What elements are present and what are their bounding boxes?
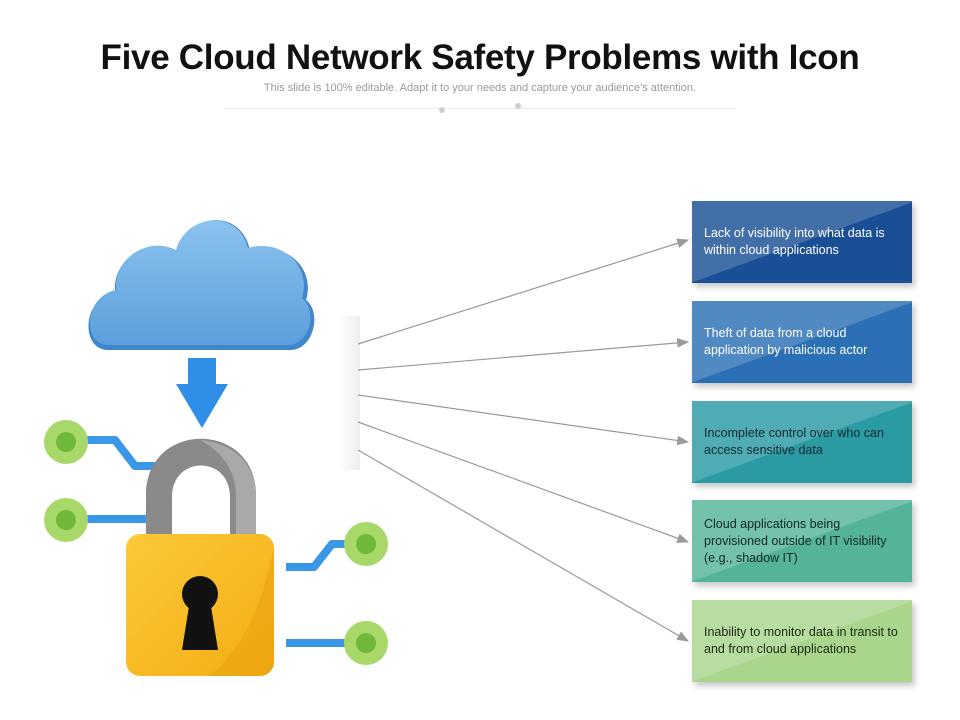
slide-subtitle: This slide is 100% editable. Adapt it to…	[263, 82, 697, 94]
problem-text-2: Theft of data from a cloud application b…	[704, 326, 868, 357]
box-sheen	[692, 301, 912, 383]
connector-2	[357, 338, 690, 371]
circuit-node-icon	[44, 420, 88, 464]
problem-box-4: Cloud applications being provisioned out…	[692, 500, 912, 582]
circuit-node-icon	[344, 522, 388, 566]
box-sheen	[692, 500, 912, 582]
arrow-down-icon	[176, 358, 228, 428]
connector-4	[357, 421, 690, 543]
connector-3	[357, 394, 690, 446]
divider-dot	[439, 107, 445, 113]
box-sheen	[692, 600, 912, 682]
problem-box-2: Theft of data from a cloud application b…	[692, 301, 912, 383]
circuit-node-icon	[44, 498, 88, 542]
problem-box-1: Lack of visibility into what data is wit…	[692, 201, 912, 283]
box-sheen	[692, 401, 912, 483]
problem-text-4: Cloud applications being provisioned out…	[704, 516, 887, 565]
keyhole-icon	[182, 576, 218, 650]
divider-dot	[515, 103, 521, 109]
padlock-icon	[126, 438, 274, 676]
problem-text-3: Incomplete control over who can access s…	[704, 426, 884, 457]
problem-text-5: Inability to monitor data in transit to …	[704, 625, 898, 656]
problem-box-3: Incomplete control over who can access s…	[692, 401, 912, 483]
circuit-node-icon	[344, 621, 388, 665]
slide-title: Five Cloud Network Safety Problems with …	[100, 38, 860, 77]
problem-box-5: Inability to monitor data in transit to …	[692, 600, 912, 682]
connector-1	[357, 238, 690, 345]
connector-lines	[357, 238, 690, 642]
circuit-lines	[85, 436, 350, 647]
cloud-icon	[88, 220, 315, 350]
box-sheen	[692, 201, 912, 283]
connector-hub	[338, 316, 360, 470]
connector-5	[357, 449, 690, 642]
problem-text-1: Lack of visibility into what data is wit…	[704, 226, 885, 257]
subtitle-divider	[225, 108, 735, 109]
